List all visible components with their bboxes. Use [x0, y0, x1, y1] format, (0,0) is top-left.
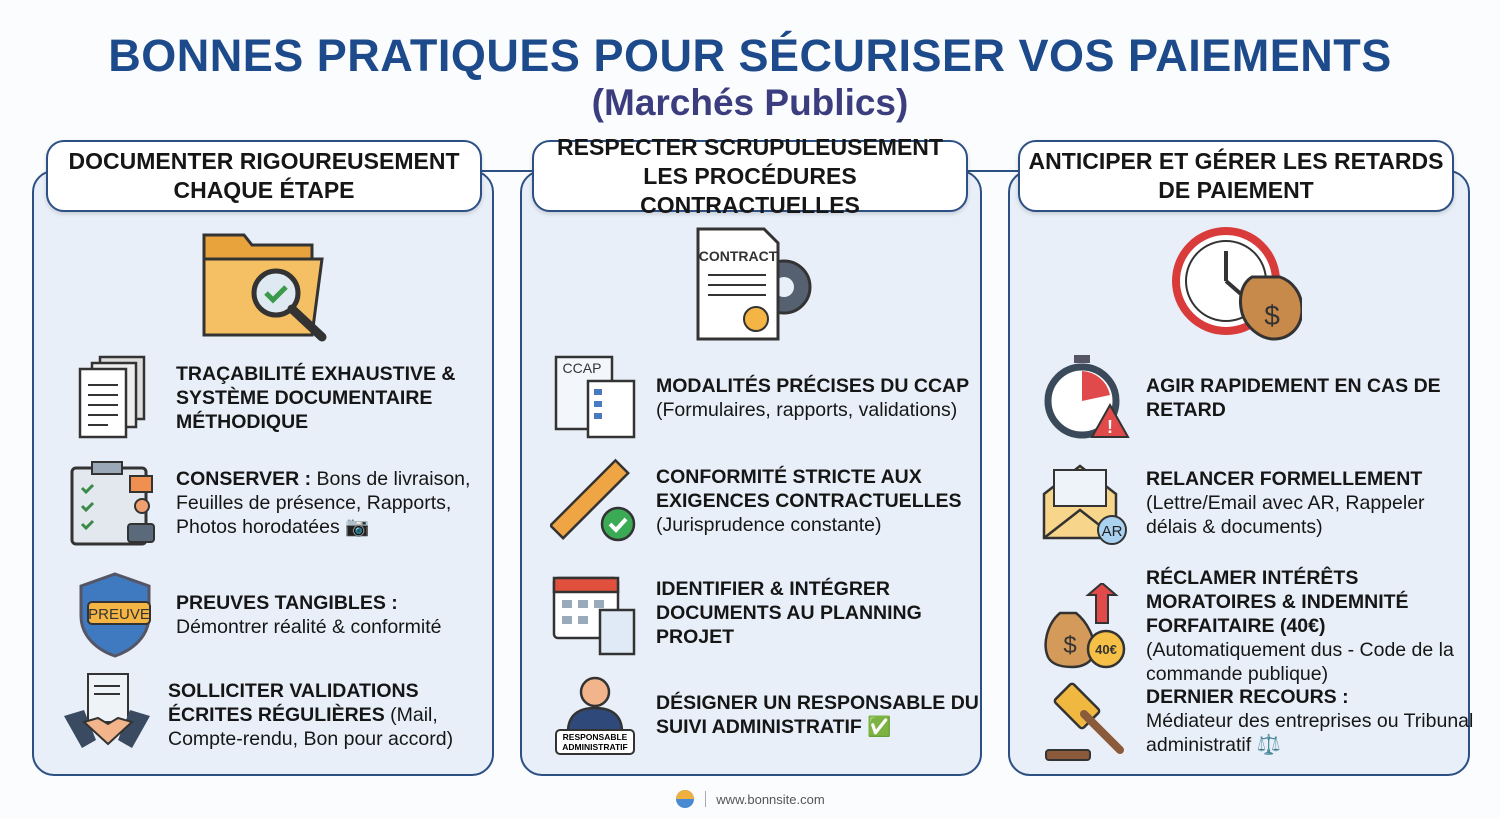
list-item: CONSERVER : Bons de livraison, Feuilles …: [70, 460, 510, 546]
handshake-document-icon: [64, 673, 150, 748]
list-item: ! AGIR RAPIDEMENT EN CAS DE RETARD: [1040, 355, 1480, 441]
item-text: Bons de livraison, Feuilles de présence,…: [176, 468, 471, 538]
money-bag-arrow-icon: $ 40€: [1044, 583, 1126, 669]
list-item: TRAÇABILITÉ EXHAUSTIVE & SYSTÈME DOCUMEN…: [70, 355, 510, 441]
item-title: RELANCER FORMELLEMENT: [1146, 468, 1423, 490]
connector-line: [966, 170, 1021, 172]
footer-url[interactable]: www.bonnsite.com: [716, 791, 825, 807]
stopwatch-warning-icon: !: [1044, 355, 1130, 439]
item-text: (Mail, Compte-rendu, Bon pour accord): [168, 704, 454, 750]
list-item: CCAP MODALITÉS PRÉCISES DU CCAP (Formula…: [550, 355, 990, 441]
clock-money-bag-icon: $: [1172, 227, 1302, 341]
list-item: DERNIER RECOURS : Médiateur des entrepri…: [1040, 678, 1480, 764]
list-item: IDENTIFIER & INTÉGRER DOCUMENTS AU PLANN…: [550, 570, 990, 656]
ccap-document-icon: CCAP: [554, 355, 636, 439]
list-item: PREUVE PREUVES TANGIBLES : Démontrer réa…: [70, 572, 510, 658]
list-item: AR RELANCER FORMELLEMENT (Lettre/Email a…: [1040, 460, 1480, 546]
folder-magnifier-check-icon: [202, 233, 327, 342]
contract-gear-icon: CONTRACT: [696, 227, 812, 341]
panel-header: RESPECTER SCRUPULEUSEMENT LES PROCÉDURES…: [532, 134, 968, 218]
contract-label: CONTRACT: [699, 248, 778, 264]
item-text: Démontrer réalité & conformité: [176, 616, 442, 638]
preuve-badge: PREUVE: [88, 606, 150, 623]
item-title: DÉSIGNER UN RESPONSABLE DU SUIVI ADMINIS…: [656, 692, 979, 738]
connector-line: [480, 170, 535, 172]
page-subtitle: (Marchés Publics): [591, 82, 909, 123]
responsable-badge: RESPONSABLE: [563, 732, 628, 742]
item-title: IDENTIFIER & INTÉGRER DOCUMENTS AU PLANN…: [656, 578, 922, 648]
item-title: CONFORMITÉ STRICTE AUX EXIGENCES CONTRAC…: [656, 466, 962, 512]
item-title: RÉCLAMER INTÉRÊTS MORATOIRES & INDEMNITÉ…: [1146, 567, 1409, 637]
responsable-person-icon: RESPONSABLE ADMINISTRATIF: [555, 676, 635, 755]
list-item: $ 40€ RÉCLAMER INTÉRÊTS MORATOIRES & IND…: [1040, 566, 1470, 686]
item-text: (Automatiquement dus - Code de la comman…: [1146, 639, 1454, 685]
item-text: (Formulaires, rapports, validations): [656, 399, 958, 421]
documents-stack-icon: [78, 355, 146, 439]
item-title: DERNIER RECOURS :: [1146, 686, 1349, 708]
item-title: MODALITÉS PRÉCISES DU CCAP: [656, 375, 970, 397]
item-title: AGIR RAPIDEMENT EN CAS DE RETARD: [1146, 375, 1441, 421]
footer: www.bonnsite.com: [0, 789, 1500, 809]
item-title: CONSERVER :: [176, 468, 312, 490]
item-title: SOLLICITER VALIDATIONS ÉCRITES RÉGULIÈRE…: [168, 680, 419, 726]
list-item: RESPONSABLE ADMINISTRATIF DÉSIGNER UN RE…: [550, 672, 990, 758]
responsable-badge: ADMINISTRATIF: [562, 742, 627, 752]
svg-text:!: !: [1107, 417, 1113, 437]
gavel-icon: [1045, 682, 1124, 761]
amount-badge: 40€: [1095, 642, 1117, 657]
ccap-badge: CCAP: [563, 360, 602, 376]
envelope-ar-icon: AR: [1042, 464, 1127, 545]
divider: [705, 791, 707, 807]
panel-header: DOCUMENTER RIGOUREUSEMENT CHAQUE ÉTAPE: [46, 140, 482, 212]
svg-text:$: $: [1264, 300, 1280, 331]
list-item: CONFORMITÉ STRICTE AUX EXIGENCES CONTRAC…: [550, 458, 990, 544]
ruler-check-icon: [550, 458, 636, 542]
item-text: Médiateur des entreprises ou Tribunal ad…: [1146, 710, 1474, 756]
page-title: BONNES PRATIQUES POUR SÉCURISER VOS PAIE…: [108, 30, 1392, 81]
item-text: (Lettre/Email avec AR, Rappeler délais &…: [1146, 492, 1425, 538]
svg-text:$: $: [1063, 632, 1076, 659]
list-item: SOLLICITER VALIDATIONS ÉCRITES RÉGULIÈRE…: [62, 672, 502, 758]
calendar-document-icon: [552, 576, 636, 656]
ar-badge: AR: [1102, 523, 1123, 540]
item-title: TRAÇABILITÉ EXHAUSTIVE & SYSTÈME DOCUMEN…: [176, 363, 456, 433]
item-title: PREUVES TANGIBLES :: [176, 592, 398, 614]
site-logo-icon: [676, 790, 695, 808]
clipboard-checklist-icon: [70, 461, 155, 546]
shield-preuve-icon: PREUVE: [79, 572, 151, 658]
item-text: (Jurisprudence constante): [656, 514, 882, 536]
panel-header: ANTICIPER ET GÉRER LES RETARDS DE PAIEME…: [1018, 140, 1454, 212]
